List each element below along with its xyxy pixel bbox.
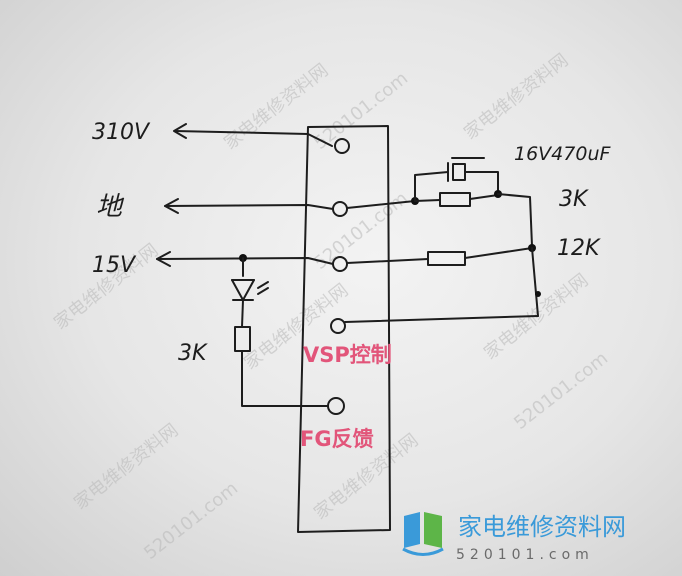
label-vsp-control: VSP控制 — [303, 343, 392, 367]
logo-book-right — [424, 512, 442, 548]
wire-ground-to-rc — [346, 200, 416, 209]
wire-r3k-left — [414, 199, 441, 202]
label-r12k: 12K — [557, 236, 601, 261]
label-15v: 15V — [92, 253, 137, 278]
watermark-cn-2: 家电维修资料网 — [460, 50, 572, 144]
cap-plate-2 — [452, 163, 466, 181]
wire-r3k-right — [469, 194, 499, 200]
logo-book-left — [404, 512, 420, 548]
junction-vsp — [535, 291, 541, 297]
arrow-310v — [173, 123, 187, 139]
wire-ground — [164, 204, 334, 210]
logo-book-base — [402, 547, 444, 556]
wire-15v — [156, 257, 334, 265]
label-r3k-top: 3K — [559, 187, 589, 212]
wire-cap-left — [414, 171, 449, 202]
wire-cap-right — [464, 171, 499, 194]
led-triangle — [231, 279, 255, 301]
wire-vsp — [344, 315, 539, 323]
arrow-15v — [156, 251, 171, 267]
wire-15v-to-r12k — [346, 258, 429, 264]
brand-logo: 家电维修资料网 520101.com — [402, 512, 626, 563]
watermark-url-4: 520101.com — [140, 478, 242, 564]
watermark-url-3: 520101.com — [510, 348, 612, 434]
logo-brand-cn: 家电维修资料网 — [458, 513, 626, 541]
label-fg-feedback: FG反馈 — [300, 427, 374, 451]
wire-310v — [174, 130, 333, 147]
pin-vsp — [330, 318, 346, 334]
led-emit-arrows — [257, 281, 269, 295]
label-310v: 310V — [92, 120, 151, 145]
wire-node-down — [531, 247, 539, 317]
label-r3k-led: 3K — [178, 341, 208, 366]
pin-fg — [327, 397, 345, 415]
wire-r12k-right — [464, 247, 533, 259]
connector-body — [297, 125, 391, 533]
logo-brand-url: 520101.com — [456, 547, 594, 563]
watermark-cn-6: 家电维修资料网 — [70, 420, 182, 514]
wire-r3k-to-fg — [241, 350, 329, 407]
wire-rc-to-node — [497, 193, 533, 247]
pin-310v — [334, 138, 350, 154]
wire-led-to-r3k — [241, 299, 244, 328]
resistor-12k — [427, 251, 466, 266]
arrow-ground — [164, 198, 179, 214]
resistor-3k-led — [234, 326, 251, 352]
pin-ground — [332, 201, 348, 217]
label-ground: 地 — [96, 192, 125, 222]
label-cap: 16V470uF — [514, 143, 611, 165]
resistor-3k-top — [439, 192, 471, 207]
